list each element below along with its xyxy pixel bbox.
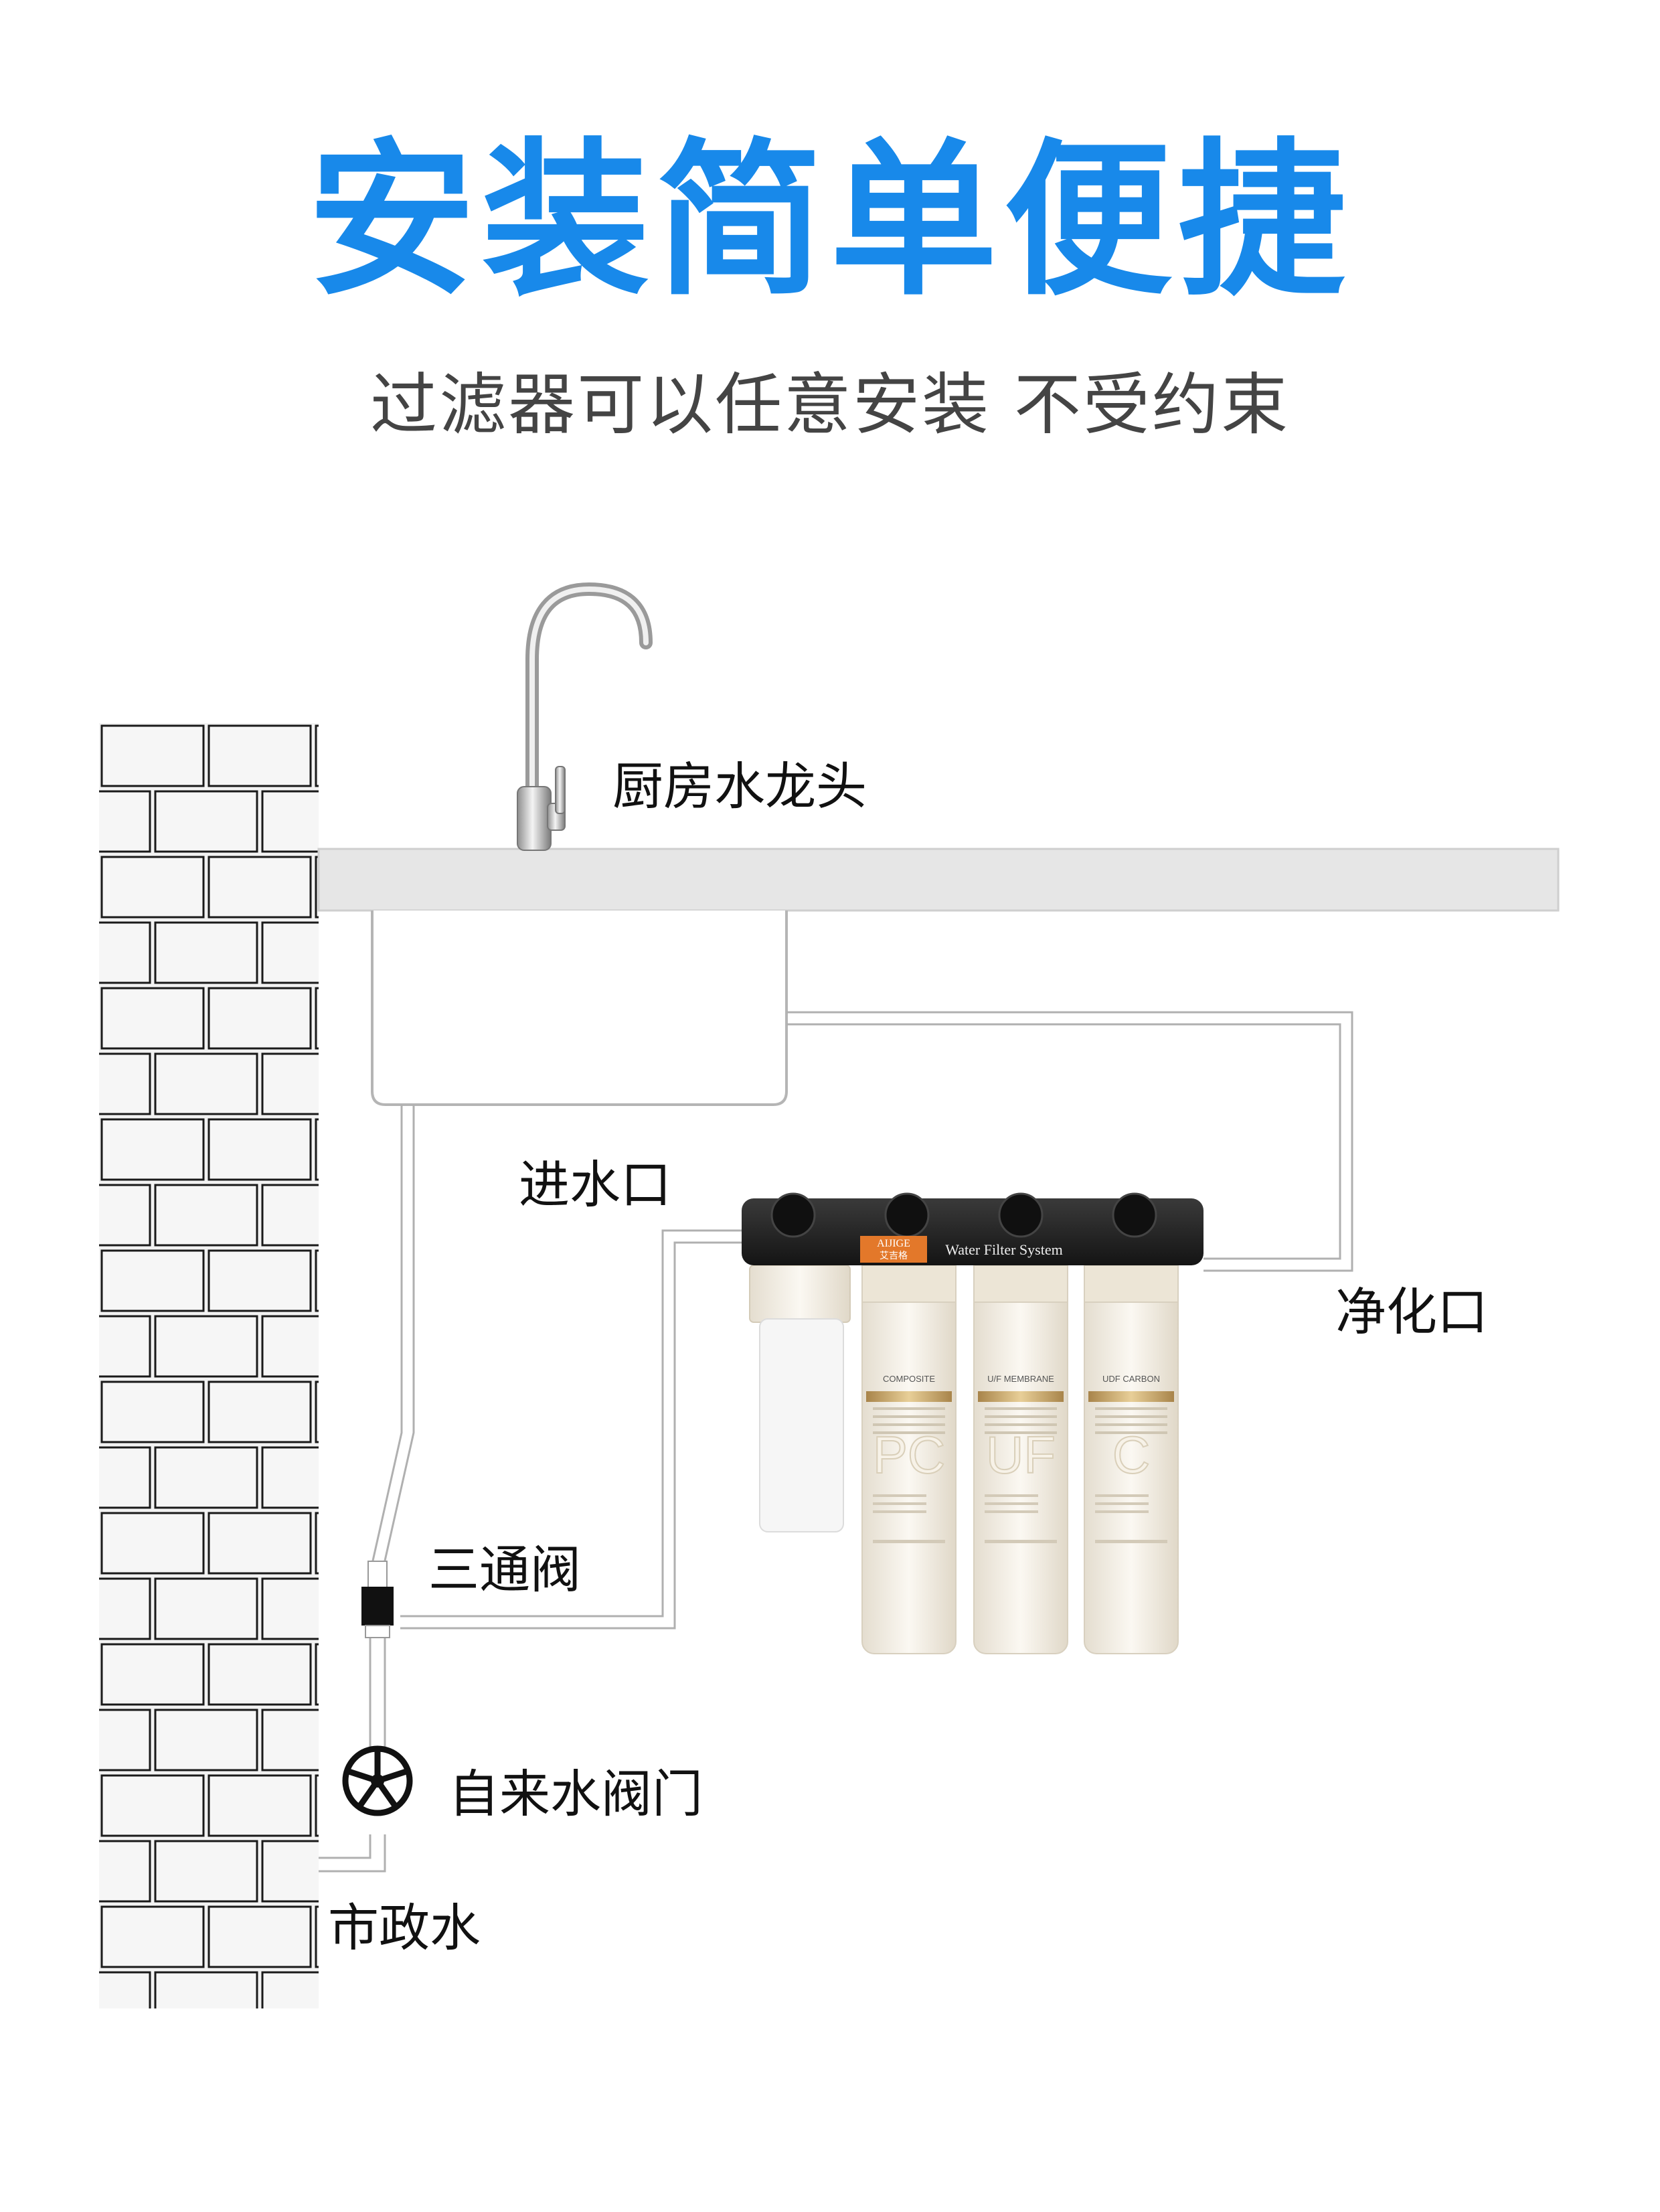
brand-name: AIJIGE: [877, 1238, 910, 1249]
inlet-label: 进水口: [519, 1155, 671, 1215]
filter-header-text: Water Filter System: [945, 1241, 1062, 1258]
page-subtitle: 过滤器可以任意安装 不受约束: [0, 365, 1660, 445]
brick-wall: [48, 723, 418, 2033]
page-title: 安装简单便捷: [0, 131, 1660, 311]
cartridge-gold-band: [978, 1391, 1064, 1402]
filter-cartridge: UDF CARBON C: [1084, 1265, 1178, 1654]
tap-valve-icon: [345, 1749, 410, 1813]
faucet-label: 厨房水龙头: [612, 757, 867, 817]
filter-cartridge: U/F MEMBRANE UF: [974, 1265, 1068, 1654]
prefilter-housing: [750, 1265, 850, 1532]
municipal-water-label: 市政水: [328, 1898, 481, 1958]
cartridge-gold-band: [866, 1391, 952, 1402]
cartridge-label: UDF CARBON: [1102, 1374, 1160, 1384]
outlet-label: 净化口: [1335, 1282, 1488, 1342]
cartridge-code: PC: [873, 1425, 945, 1484]
tee-valve-icon: [361, 1561, 394, 1638]
sink-basin: [372, 911, 786, 1105]
filter-cartridge: COMPOSITE PC: [862, 1265, 956, 1654]
cartridge-label: U/F MEMBRANE: [987, 1374, 1054, 1384]
cartridge-code: UF: [986, 1425, 1056, 1484]
cartridge-label: COMPOSITE: [883, 1374, 935, 1384]
cartridge-code: C: [1112, 1425, 1150, 1484]
filter-system: COMPOSITE PC U/F MEMBRANE UF UDF CARBON C AIJ…: [742, 1194, 1204, 1654]
tap-valve-label: 自来水阀门: [448, 1764, 703, 1824]
brand-name-cn: 艾吉格: [880, 1251, 908, 1261]
cartridge-gold-band: [1088, 1391, 1174, 1402]
tee-valve-label: 三通阀: [428, 1540, 581, 1600]
countertop: [319, 849, 1558, 911]
